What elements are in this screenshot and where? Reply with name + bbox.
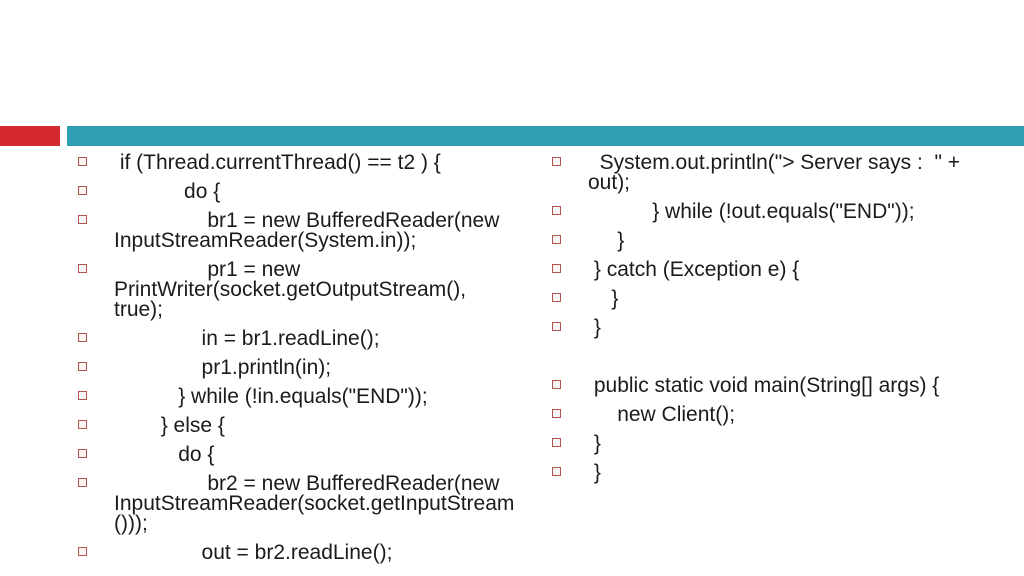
code-text: } catch (Exception e) { (588, 258, 800, 281)
bullet-item: do { (78, 443, 516, 466)
code-text: br1 = new BufferedReader(new InputStream… (114, 209, 506, 252)
code-text: } (588, 229, 625, 252)
square-bullet-icon (78, 449, 87, 458)
square-bullet-icon (78, 547, 87, 556)
code-column-right: System.out.println("> Server says : " + … (552, 151, 990, 492)
square-bullet-icon (552, 293, 561, 302)
bullet-item: br2 = new BufferedReader(new InputStream… (78, 472, 516, 535)
code-text: pr1.println(in); (114, 356, 332, 379)
bullet-item: } (552, 229, 990, 252)
code-text: pr1 = new PrintWriter(socket.getOutputSt… (114, 258, 472, 321)
bullet-item: pr1 = new PrintWriter(socket.getOutputSt… (78, 258, 516, 321)
square-bullet-icon (552, 206, 561, 215)
square-bullet-icon (78, 215, 87, 224)
bullet-item: out = br2.readLine(); (78, 541, 516, 564)
square-bullet-icon (552, 467, 561, 476)
square-bullet-icon (552, 438, 561, 447)
code-text: System.out.println("> Server says : " + … (588, 151, 966, 194)
square-bullet-icon (552, 264, 561, 273)
code-text: public static void main(String[] args) { (588, 374, 940, 397)
square-bullet-icon (78, 362, 87, 371)
code-column-left: if (Thread.currentThread() == t2 ) { do … (78, 151, 516, 572)
square-bullet-icon (78, 333, 87, 342)
square-bullet-icon (552, 157, 561, 166)
code-text: in = br1.readLine(); (114, 327, 380, 350)
code-text: } else { (114, 414, 225, 437)
code-text: } (588, 432, 601, 455)
bullet-item: } catch (Exception e) { (552, 258, 990, 281)
bullet-item: if (Thread.currentThread() == t2 ) { (78, 151, 516, 174)
bullet-item: } while (!out.equals("END")); (552, 200, 990, 223)
square-bullet-icon (552, 322, 561, 331)
square-bullet-icon (78, 186, 87, 195)
code-text: do { (114, 443, 215, 466)
bullet-item: } (552, 316, 990, 339)
square-bullet-icon (552, 409, 561, 418)
square-bullet-icon (552, 380, 561, 389)
square-bullet-icon (78, 478, 87, 487)
bullet-item: } else { (78, 414, 516, 437)
square-bullet-icon (552, 235, 561, 244)
code-text: } while (!in.equals("END")); (114, 385, 428, 408)
bullet-item: public static void main(String[] args) { (552, 374, 990, 397)
bullet-item: pr1.println(in); (78, 356, 516, 379)
code-text: } (588, 287, 619, 310)
code-text: } while (!out.equals("END")); (588, 200, 915, 223)
bullet-item: new Client(); (552, 403, 990, 426)
code-text: br2 = new BufferedReader(new InputStream… (114, 472, 515, 535)
code-text: } (588, 316, 601, 339)
bullet-item: } (552, 461, 990, 484)
bullet-item: do { (78, 180, 516, 203)
code-text: new Client(); (588, 403, 736, 426)
bullet-item: } while (!in.equals("END")); (78, 385, 516, 408)
red-accent-block (0, 126, 60, 146)
square-bullet-icon (78, 420, 87, 429)
code-text: if (Thread.currentThread() == t2 ) { (114, 151, 441, 174)
code-text: out = br2.readLine(); (114, 541, 393, 564)
teal-divider-bar (67, 126, 1024, 146)
square-bullet-icon (78, 264, 87, 273)
blank-line-spacer (588, 347, 990, 367)
bullet-item: } (552, 432, 990, 455)
square-bullet-icon (78, 157, 87, 166)
bullet-item: in = br1.readLine(); (78, 327, 516, 350)
bullet-item: br1 = new BufferedReader(new InputStream… (78, 209, 516, 252)
bullet-item: System.out.println("> Server says : " + … (552, 151, 990, 194)
square-bullet-icon (78, 391, 87, 400)
code-text: do { (114, 180, 221, 203)
code-text: } (588, 461, 601, 484)
bullet-item: } (552, 287, 990, 310)
